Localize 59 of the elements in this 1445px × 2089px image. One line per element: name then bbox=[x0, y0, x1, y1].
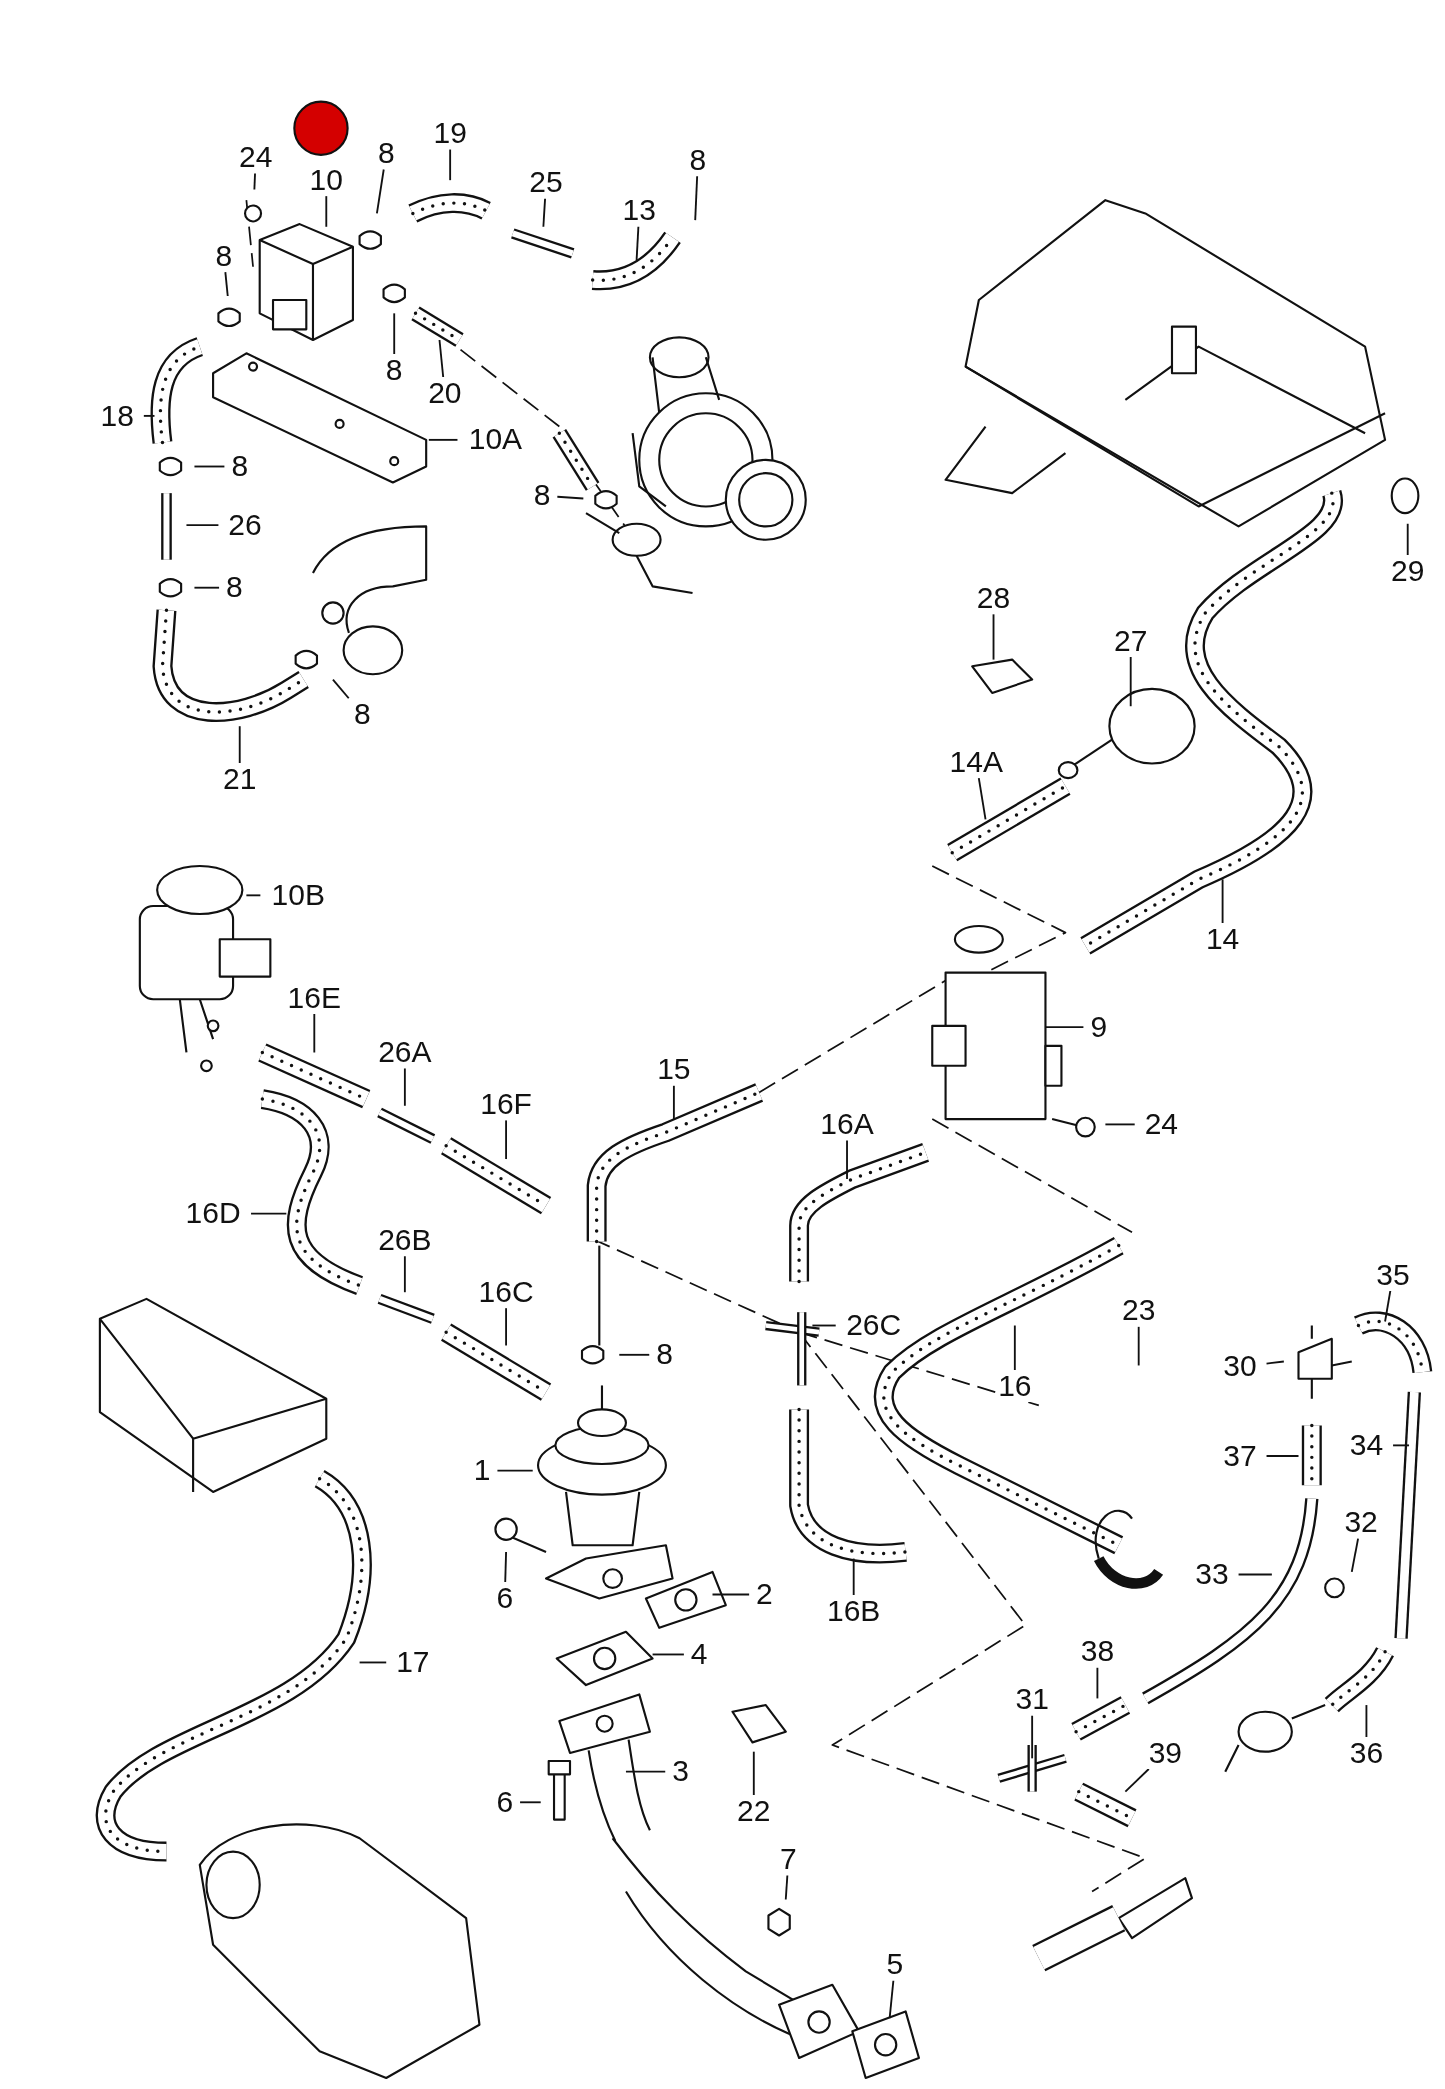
leader-line bbox=[1350, 1537, 1359, 1573]
leader-line bbox=[651, 1653, 685, 1656]
leader-line bbox=[238, 725, 241, 765]
leader-line bbox=[505, 1119, 507, 1160]
leader-line bbox=[1096, 1666, 1099, 1700]
leader-line bbox=[1406, 522, 1409, 557]
leader-line bbox=[635, 225, 640, 261]
leader-line bbox=[1137, 1325, 1140, 1367]
leader-line bbox=[403, 1067, 406, 1107]
leader-line bbox=[142, 414, 156, 417]
leader-line bbox=[250, 1212, 288, 1215]
leader-line bbox=[556, 495, 585, 500]
leader-line bbox=[1031, 1714, 1034, 1760]
leader-line bbox=[992, 613, 995, 661]
leader-line bbox=[403, 1255, 406, 1294]
leader-line bbox=[427, 438, 459, 441]
leader-line bbox=[711, 1593, 751, 1596]
leader-line bbox=[1265, 1455, 1300, 1457]
leader-line bbox=[504, 1551, 507, 1584]
leader-line bbox=[888, 1979, 895, 2019]
leader-line bbox=[811, 1324, 837, 1327]
leader-line bbox=[852, 1557, 855, 1597]
leader-line bbox=[1265, 1360, 1285, 1365]
leader-line bbox=[358, 1661, 388, 1664]
leader-line bbox=[625, 1770, 667, 1773]
leader-line bbox=[1365, 1704, 1368, 1738]
leader-line bbox=[1044, 1026, 1085, 1029]
leader-line bbox=[1104, 1123, 1136, 1126]
leader-line bbox=[505, 1307, 507, 1347]
leader-line bbox=[1129, 656, 1132, 708]
leader-line bbox=[393, 312, 396, 356]
leader-line bbox=[193, 586, 220, 589]
leader-line bbox=[977, 777, 987, 821]
leader-line bbox=[618, 1353, 651, 1356]
leader-line bbox=[496, 1469, 534, 1472]
leader-line bbox=[224, 271, 229, 297]
leader-line bbox=[694, 175, 699, 222]
leader-line bbox=[542, 197, 546, 228]
leader-line bbox=[313, 1012, 316, 1054]
leader-line bbox=[325, 195, 328, 228]
leader-line bbox=[332, 678, 350, 700]
leader-line bbox=[1124, 1768, 1150, 1793]
leader-line bbox=[752, 1750, 755, 1797]
leader-line bbox=[185, 524, 220, 527]
leader-line bbox=[449, 148, 452, 182]
leader-line bbox=[1384, 1289, 1392, 1323]
leader-line bbox=[1013, 1324, 1016, 1372]
leader-line bbox=[438, 339, 445, 379]
leader-line bbox=[784, 1874, 789, 1901]
leader-line bbox=[375, 168, 385, 215]
leader-line bbox=[1237, 1573, 1273, 1576]
leader-line bbox=[1221, 878, 1224, 925]
leader-line bbox=[672, 1084, 675, 1120]
leader-line bbox=[1392, 1444, 1410, 1447]
leader-line bbox=[846, 1139, 848, 1180]
leader-line bbox=[253, 172, 256, 191]
leader-line bbox=[519, 1801, 542, 1804]
leader-line bbox=[193, 465, 226, 468]
leader-line bbox=[245, 894, 262, 897]
